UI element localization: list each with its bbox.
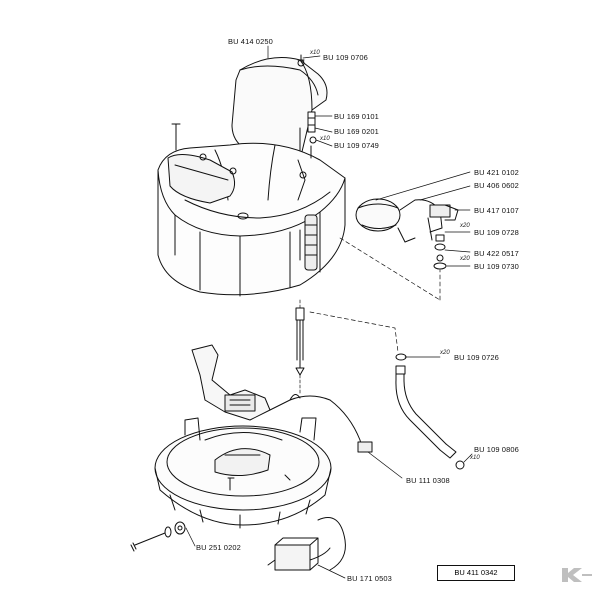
control-box-drawing <box>267 537 331 571</box>
part-label-bu-109-0730: BU 109 0730 <box>474 262 519 271</box>
part-label-bu-417-0107: BU 417 0107 <box>474 206 519 215</box>
part-label-bu-109-0706: BU 109 0706 <box>323 53 368 62</box>
seat-backrest-drawing <box>231 54 328 167</box>
part-label-bu-414-0250: BU 414 0250 <box>228 37 273 46</box>
drawing-reference-box: BU 411 0342 <box>437 565 515 581</box>
qty-badge-bu-109-0749: x10 <box>320 136 330 142</box>
part-label-bu-171-0503: BU 171 0503 <box>347 574 392 583</box>
part-label-bu-109-0728: BU 109 0728 <box>474 228 519 237</box>
qty-badge-bu-109-0726: x20 <box>440 350 450 356</box>
bolt-drawing <box>130 521 186 552</box>
valve-stem-drawing <box>307 111 317 159</box>
brand-logo <box>562 568 592 582</box>
qty-badge-bu-109-0730: x20 <box>460 256 470 262</box>
qty-badge-bu-109-0706: x10 <box>310 50 320 56</box>
leader-lines <box>185 45 473 579</box>
part-label-bu-109-0726: BU 109 0726 <box>454 353 499 362</box>
connector-pipe-drawing <box>295 307 305 376</box>
qty-badge-bu-109-0728: x20 <box>460 223 470 229</box>
part-label-bu-421-0102: BU 421 0102 <box>474 168 519 177</box>
base-tray-drawing <box>154 417 332 529</box>
part-label-bu-109-0749: BU 109 0749 <box>334 141 379 150</box>
tank-assembly-drawing <box>355 198 459 270</box>
part-label-bu-406-0602: BU 406 0602 <box>474 181 519 190</box>
seat-shell-drawing <box>157 123 346 297</box>
part-label-bu-422-0517: BU 422 0517 <box>474 249 519 258</box>
part-label-bu-251-0202: BU 251 0202 <box>196 543 241 552</box>
part-label-bu-109-0806: BU 109 0806 <box>474 445 519 454</box>
lever-bracket-drawing <box>191 344 331 421</box>
hose-drawing <box>395 353 465 470</box>
part-label-bu-169-0101: BU 169 0101 <box>334 112 379 121</box>
part-label-bu-169-0201: BU 169 0201 <box>334 127 379 136</box>
cable-drawing <box>317 399 373 571</box>
part-label-bu-111-0308: BU 111 0308 <box>406 476 450 485</box>
qty-badge-bu-109-0806: x10 <box>470 455 480 461</box>
